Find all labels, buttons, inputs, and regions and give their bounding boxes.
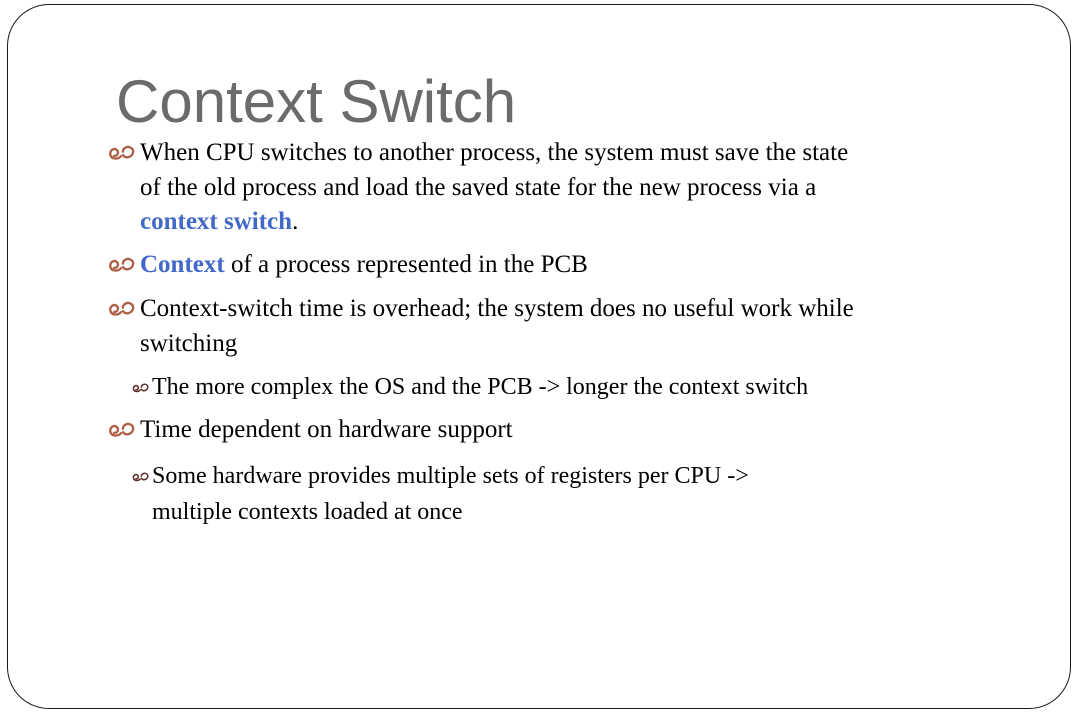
- bullet-cell: [108, 248, 140, 285]
- bullet-cell: [108, 136, 140, 173]
- slide-border-frame: [7, 4, 1071, 709]
- list-item-text: When CPU switches to another process, th…: [140, 136, 1000, 240]
- body-text: Some hardware provides multiple sets of …: [152, 462, 749, 489]
- list-item: The more complex the OS and the PCB -> l…: [132, 369, 1000, 405]
- list-item-text: Context of a process represented in the …: [140, 248, 1000, 283]
- body-text: switching: [140, 329, 238, 357]
- list-item-text: Context-switch time is overhead; the sys…: [140, 292, 1000, 361]
- list-item: Context-switch time is overhead; the sys…: [108, 292, 1000, 361]
- bullet-cell: [132, 458, 152, 494]
- body-text: .: [292, 208, 299, 235]
- slide-title: Context Switch: [116, 68, 517, 135]
- body-text: Context-switch time is overhead; the sys…: [140, 295, 854, 322]
- body-text: of a process represented in the PCB: [224, 250, 588, 278]
- bullet-cell: [108, 292, 140, 329]
- ribbon-bow-icon: [109, 145, 135, 160]
- ribbon-bow-icon: [109, 257, 135, 272]
- ribbon-bow-icon: [132, 383, 149, 393]
- list-item: Context of a process represented in the …: [108, 248, 1000, 285]
- list-item-text: Some hardware provides multiple sets of …: [152, 458, 1000, 530]
- body-text: multiple contexts loaded at once: [152, 498, 463, 525]
- body-text: When CPU switches to another process, th…: [140, 139, 849, 166]
- list-item: When CPU switches to another process, th…: [108, 136, 1000, 240]
- ribbon-bow-icon: [109, 422, 135, 437]
- accent-text: context switch: [140, 208, 293, 235]
- list-item: Time dependent on hardware support: [108, 413, 1000, 450]
- accent-text: Context: [140, 250, 225, 278]
- list-item-text: The more complex the OS and the PCB -> l…: [152, 369, 1000, 405]
- list-item: Some hardware provides multiple sets of …: [132, 458, 1000, 530]
- list-item-text: Time dependent on hardware support: [140, 413, 1000, 448]
- bullet-cell: [108, 413, 140, 450]
- body-text: The more complex the OS and the PCB -> l…: [152, 374, 809, 400]
- bullet-list: When CPU switches to another process, th…: [108, 136, 1000, 530]
- body-text: Time dependent on hardware support: [140, 416, 513, 443]
- ribbon-bow-icon: [132, 471, 149, 481]
- ribbon-bow-icon: [109, 301, 135, 316]
- bullet-cell: [132, 369, 152, 405]
- body-text: of the old process and load the saved st…: [140, 173, 817, 201]
